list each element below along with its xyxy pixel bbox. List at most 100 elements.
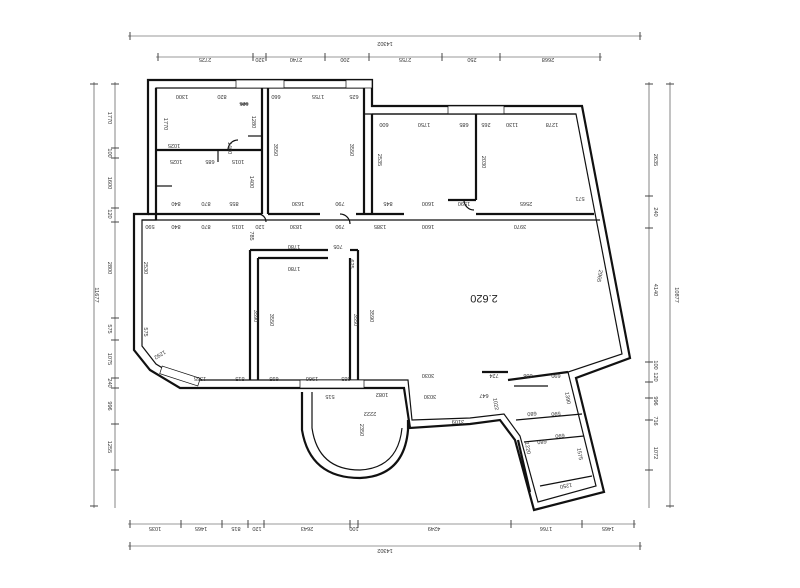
room-dim: 515	[325, 393, 334, 399]
room-dim: 2350	[358, 424, 364, 436]
right-dimension-chain: 2635 240 4140 100 120 996 716 1072 10877	[645, 82, 679, 508]
room-dim: 660	[271, 93, 280, 99]
room-dim: 1025	[168, 142, 180, 148]
right-dim-3: 4140	[652, 284, 658, 296]
bottom-dim-5: 2643	[301, 525, 313, 531]
room-dim: 685	[205, 158, 214, 164]
room-dim: 855	[229, 200, 238, 206]
room-dim: 120	[255, 223, 264, 229]
room-dim: 1022	[491, 398, 499, 411]
top-dim-6: 250	[467, 56, 476, 62]
room-dim: 790	[335, 200, 344, 206]
room-dim: 1780	[288, 265, 300, 271]
room-dim: 2565	[520, 200, 532, 206]
room-dim: 1400	[226, 142, 232, 154]
room-dim: 1385	[374, 223, 386, 229]
left-dim-10: 1255	[106, 441, 112, 453]
room-dim: 845	[383, 200, 392, 206]
room-dim: 695	[269, 375, 278, 381]
room-dim: 600	[379, 121, 388, 127]
room-dim: 2535	[376, 154, 382, 166]
bottom-total-dim: 14302	[377, 547, 393, 553]
left-dim-3: 1600	[106, 177, 112, 189]
room-dim: 1575	[575, 448, 583, 461]
right-dim-8: 1072	[652, 447, 658, 459]
right-dim-1: 2635	[652, 154, 658, 166]
top-dim-2: 320	[255, 56, 264, 62]
door-swings	[227, 139, 475, 225]
bottom-dim-3: 815	[231, 525, 240, 531]
room-dim: 1220	[523, 442, 531, 455]
area-label: 2.620	[470, 292, 498, 304]
room-dim: 3030	[424, 393, 436, 399]
room-dim: 886	[523, 372, 532, 378]
bottom-dim-2: 1465	[195, 525, 207, 531]
room-dim: 1780	[288, 243, 300, 249]
bottom-dim-9: 1465	[602, 525, 614, 531]
interior-walls	[142, 88, 600, 493]
left-dim-5: 2800	[106, 262, 112, 274]
room-dim: 3970	[514, 223, 526, 229]
room-dim: 590	[145, 223, 154, 229]
room-dim: 840	[171, 223, 180, 229]
room-dim: 265	[481, 121, 490, 127]
bottom-dim-8: 1766	[540, 525, 552, 531]
room-dim: 625	[348, 259, 354, 268]
right-dim-4: 100	[652, 360, 658, 369]
room-dim: 1015	[232, 158, 244, 164]
room-dim: 840	[171, 200, 180, 206]
room-dim: 647	[479, 392, 488, 398]
room-dim: 3550	[352, 314, 358, 326]
bay-window	[300, 392, 410, 480]
room-dim: 3590	[368, 310, 374, 322]
right-dim-6: 996	[652, 396, 658, 405]
windows	[159, 79, 505, 389]
room-dim: 870	[201, 223, 210, 229]
room-dim: 1770	[162, 118, 168, 130]
room-dim: 1960	[306, 375, 318, 381]
room-dim: 690	[555, 432, 565, 439]
room-dim: 1600	[422, 200, 434, 206]
outer-walls	[132, 78, 632, 512]
left-dim-8: 240	[106, 378, 112, 387]
room-dim: 625	[239, 100, 248, 106]
room-dim: 820	[217, 93, 226, 99]
room-dim: 870	[201, 200, 210, 206]
room-dim: 3550	[268, 314, 274, 326]
room-dim: 2965	[595, 269, 603, 282]
room-dim: 575	[142, 327, 148, 336]
room-dim: 3109	[452, 418, 464, 424]
left-dim-9: 996	[106, 401, 112, 410]
top-dim-5: 2755	[399, 56, 411, 62]
room-dim: 685	[341, 375, 350, 381]
room-dim: 1300	[176, 93, 188, 99]
right-total-dim: 10877	[673, 287, 679, 303]
room-dim: 3550	[272, 144, 278, 156]
left-dim-7: 1075	[106, 353, 112, 365]
room-dim: 2030	[480, 156, 486, 168]
room-dim: 785	[248, 231, 254, 240]
bottom-dim-7: 4249	[428, 525, 440, 531]
top-dim-7: 2668	[542, 56, 554, 62]
room-dim: 790	[335, 223, 344, 229]
room-dim: 1400	[248, 176, 254, 188]
left-dim-6: 575	[106, 324, 112, 333]
room-dim: 724	[489, 372, 498, 378]
room-dim: 680	[537, 438, 547, 445]
room-dim: 1830	[290, 223, 302, 229]
left-dimension-chain: 11677 1770 100 1600 120 2800 575 1075 24…	[90, 82, 119, 508]
room-dim: 1630	[292, 200, 304, 206]
left-dim-2: 100	[106, 148, 112, 157]
top-dim-3: 2740	[290, 56, 302, 62]
room-dim: 590	[551, 410, 561, 417]
room-dimensions: 1300 820 625 1770 1025 1280 3550 660 685…	[142, 93, 603, 489]
room-dim: 690	[551, 372, 560, 378]
top-dim-4: 200	[340, 56, 349, 62]
bottom-dim-1: 1035	[149, 525, 161, 531]
top-dimension-chain: 14302 2725 320 2740 200 2755 250 2668	[128, 32, 642, 62]
room-dim: 1365	[194, 375, 206, 381]
bottom-dimension-chain: 1035 1465 815 120 2643 100 4249 1766 146…	[128, 520, 642, 553]
room-dim: 1755	[312, 93, 324, 99]
left-dim-1: 1770	[106, 112, 112, 124]
room-dim: 685	[459, 121, 468, 127]
